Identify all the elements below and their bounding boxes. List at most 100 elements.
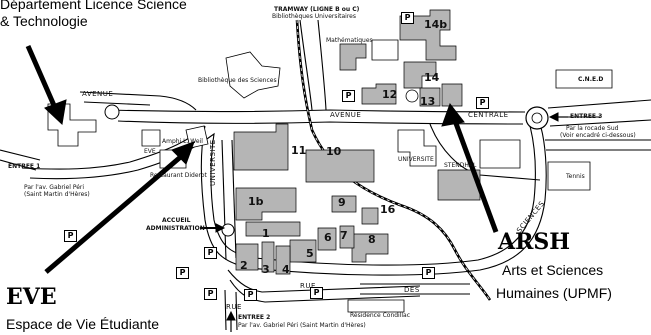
gabriel-peri-label-line2: (Saint Martin d'Hères) <box>24 191 90 198</box>
east-roundabout-center <box>531 112 543 124</box>
parking-marker-north: P <box>401 12 414 24</box>
building-number-1b: 1b <box>248 195 264 208</box>
west-roundabout <box>104 104 120 120</box>
entree-2-road <box>224 289 238 331</box>
eve-arrow-shaft <box>44 152 186 274</box>
department-arrow-head <box>44 99 67 126</box>
building-number-5: 5 <box>306 247 314 260</box>
avenue-west-label: AVENUE <box>82 90 114 98</box>
parking-marker-south-2: P <box>204 288 217 300</box>
entree-2-sub-label: Par l'av. Gabriel Péri (Saint Martin d'H… <box>238 322 366 329</box>
parking-marker-arsh: P <box>476 97 489 109</box>
eve-arrow-head <box>171 141 195 165</box>
building-number-13: 13 <box>420 95 436 108</box>
department-arrow-shaft <box>25 44 59 112</box>
gabriel-peri-label-line1: Par l'av. Gabriel Péri <box>24 184 85 191</box>
building-9 <box>331 195 357 213</box>
entree-1-road <box>0 149 41 171</box>
building-7 <box>339 225 355 249</box>
buildings-gray <box>233 9 481 275</box>
avenue-west-north-edge <box>79 91 197 111</box>
north-access-road <box>299 19 327 111</box>
entree-3-east-label: ENTREE 3 <box>570 113 603 120</box>
amphi-label: Amphi L. Weil <box>162 138 203 145</box>
avenue-centrale-south-edge <box>117 120 524 125</box>
universite-building <box>397 129 437 167</box>
building-number-8: 8 <box>368 233 376 246</box>
accueil-label-line2: ADMINISTRATION <box>146 225 205 232</box>
parking-marker-south-1: P <box>176 267 189 279</box>
building-number-6: 6 <box>324 231 332 244</box>
arsh-line2: Humaines (UPMF) <box>496 285 612 301</box>
north-building <box>371 39 399 61</box>
building-number-4: 4 <box>282 263 290 276</box>
building-number-14: 14 <box>424 71 440 84</box>
mathematiques-label: Mathématiques <box>326 37 373 44</box>
avenue-centrale-label-1: AVENUE <box>330 111 362 119</box>
parking-marker-accueil: P <box>204 247 217 259</box>
building-1 <box>245 221 301 237</box>
stendhal-building <box>437 169 481 201</box>
rocade-label-line2: (Voir encadré ci-dessous) <box>560 132 636 139</box>
parking-marker-south-3: P <box>244 289 257 301</box>
department-label-line1: Département Licence Science <box>0 0 187 12</box>
annotation-arrows <box>25 44 568 332</box>
entree-2-arrow-head <box>226 310 236 321</box>
eve-subtitle: Espace de Vie Étudiante <box>6 316 160 332</box>
bibliotheque-sciences-building <box>225 51 281 99</box>
building-number-3: 3 <box>262 263 270 276</box>
plaza-circle <box>405 89 419 103</box>
restaurant-label: Restaurant Diderot <box>150 172 207 179</box>
accueil-arrow-head <box>215 223 226 233</box>
building-number-2: 2 <box>240 259 248 272</box>
building-number-1: 1 <box>262 227 270 240</box>
building-3 <box>261 241 275 273</box>
rue-label-1: RUE <box>300 282 316 290</box>
building-13-annex <box>441 83 463 107</box>
accueil-label-line1: ACCUEIL <box>162 217 191 224</box>
tramway-label-line2: Bibliothèques Universitaires <box>272 13 356 20</box>
building-4 <box>275 245 291 275</box>
avenue-centrale-north-edge <box>107 109 526 113</box>
building-2 <box>235 243 259 271</box>
rue-des-sciences-1 <box>227 269 421 293</box>
universite-street-east <box>231 139 237 259</box>
building-number-14b: 14b <box>424 18 448 31</box>
parking-marker-southwest: P <box>64 230 77 242</box>
building-14 <box>403 61 437 89</box>
residence-building <box>347 299 405 313</box>
building-number-10: 10 <box>326 145 342 158</box>
building-14b <box>399 9 457 61</box>
arsh-arrow-head <box>441 102 465 127</box>
entree-3-arrow-head <box>548 112 559 122</box>
building-10 <box>305 149 375 183</box>
des-label: DES <box>404 286 420 294</box>
rocade-road-south <box>549 119 651 127</box>
east-road <box>545 139 651 151</box>
universite-street-label: UNIVERSITE <box>209 139 217 186</box>
tramway-label-line1: TRAMWAY (LIGNE B ou C) <box>274 6 360 13</box>
eve-small-label: EVE <box>144 148 156 155</box>
buildings-outline <box>47 39 613 313</box>
parking-marker-residence: P <box>422 267 435 279</box>
eve-title: EVE <box>6 284 57 310</box>
building-number-7: 7 <box>340 229 348 242</box>
building-13 <box>419 87 441 107</box>
cned-building <box>555 69 613 89</box>
cned-label: C.N.E.D <box>578 76 604 83</box>
ring-road-inner <box>29 125 536 266</box>
building-1b <box>235 187 297 221</box>
arsh-title: ARSH <box>498 229 571 255</box>
building-16 <box>361 207 379 225</box>
arsh-arrow-shaft <box>451 117 499 233</box>
building-number-9: 9 <box>338 196 346 209</box>
residence-road <box>360 283 470 295</box>
parking-marker-south-4: P <box>310 287 323 299</box>
building-6 <box>317 227 337 251</box>
building-number-16: 16 <box>380 203 396 216</box>
tramway-line <box>295 19 492 301</box>
universite-street-west <box>221 139 227 261</box>
east-building <box>479 139 521 169</box>
